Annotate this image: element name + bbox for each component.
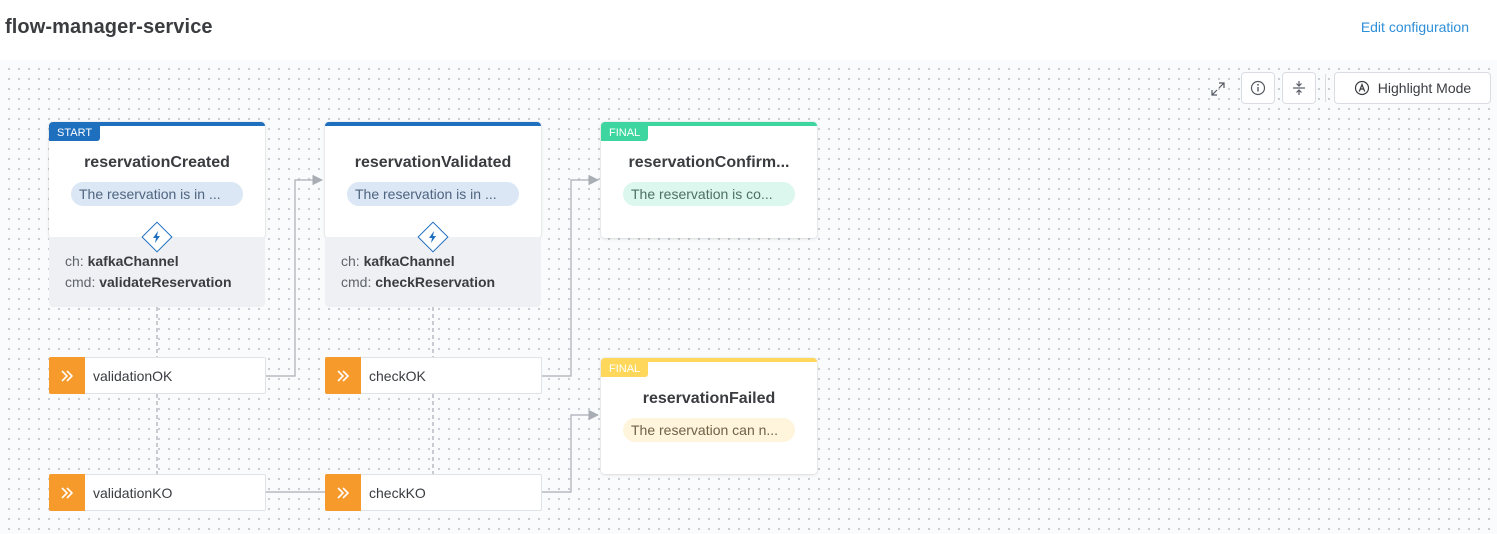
channel-label: ch: — [65, 253, 84, 269]
state-card-reservation-validated[interactable]: reservationValidated The reservation is … — [325, 122, 541, 238]
expand-icon — [1211, 82, 1225, 96]
state-tag: FINAL — [601, 361, 649, 377]
state-description: The reservation is in ... — [347, 182, 519, 206]
channel-label: ch: — [341, 253, 360, 269]
double-chevron-right-icon — [337, 486, 350, 499]
highlight-mode-button[interactable]: Highlight Mode — [1334, 72, 1491, 104]
state-description: The reservation is co... — [623, 182, 795, 206]
event-label: validationOK — [93, 367, 173, 384]
command-label: cmd: — [341, 274, 372, 290]
state-name: reservationCreated — [84, 154, 230, 171]
channel-value: kafkaChannel — [87, 253, 179, 269]
command-value: checkReservation — [375, 274, 496, 290]
info-icon — [1250, 80, 1266, 96]
info-button[interactable] — [1241, 72, 1275, 104]
event-node-validation-ko[interactable]: validationKO — [49, 474, 266, 511]
state-description: The reservation can n... — [623, 418, 795, 442]
lightning-icon — [422, 226, 444, 248]
page-title: flow-manager-service — [5, 16, 213, 38]
state-card-reservation-confirmed[interactable]: FINAL reservationConfirm... The reservat… — [601, 122, 817, 238]
collapse-button[interactable] — [1282, 72, 1316, 104]
state-tag: FINAL — [601, 125, 649, 141]
event-node-check-ok[interactable]: checkOK — [325, 357, 542, 394]
toolbar-divider — [1325, 74, 1326, 102]
collapse-vertical-icon — [1293, 81, 1305, 95]
event-label: checkOK — [369, 367, 426, 384]
double-chevron-right-icon — [61, 369, 74, 382]
state-name: reservationFailed — [642, 390, 776, 407]
event-label: checkKO — [369, 484, 426, 501]
event-label: validationKO — [93, 484, 173, 501]
state-card-reservation-failed[interactable]: FINAL reservationFailed The reservation … — [601, 358, 817, 474]
state-card-reservation-created[interactable]: START reservationCreated The reservation… — [49, 122, 265, 238]
event-badge — [325, 474, 361, 511]
state-name: reservationValidated — [354, 154, 512, 171]
event-node-validation-ok[interactable]: validationOK — [49, 357, 266, 394]
command-label: cmd: — [65, 274, 96, 290]
event-badge — [49, 357, 85, 394]
event-node-check-ko[interactable]: checkKO — [325, 474, 542, 511]
channel-value: kafkaChannel — [363, 253, 455, 269]
state-name: reservationConfirm... — [628, 154, 790, 171]
page-header: flow-manager-service Edit configuration — [0, 0, 1497, 60]
double-chevron-right-icon — [337, 369, 350, 382]
event-badge — [49, 474, 85, 511]
state-description: The reservation is in ... — [71, 182, 243, 206]
lightning-icon — [146, 226, 168, 248]
highlight-icon — [1354, 80, 1369, 96]
command-value: validateReservation — [99, 274, 232, 290]
double-chevron-right-icon — [61, 486, 74, 499]
edit-configuration-link[interactable]: Edit configuration — [1360, 19, 1469, 35]
fullscreen-button[interactable] — [1203, 73, 1233, 105]
event-badge — [325, 357, 361, 394]
state-tag: START — [49, 125, 101, 141]
highlight-mode-label: Highlight Mode — [1377, 80, 1472, 96]
